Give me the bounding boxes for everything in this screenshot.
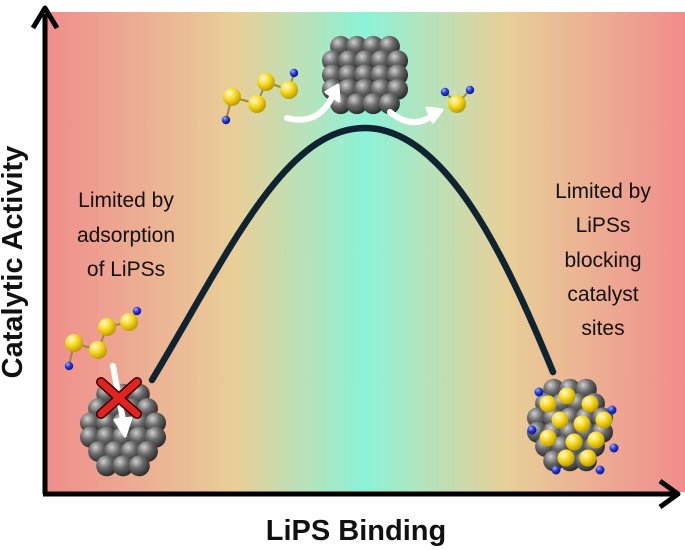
blocked-catalyst-cluster-icon-right (526, 378, 619, 475)
catalyst-cluster-icon-top (321, 35, 409, 115)
sulfur-atom (223, 88, 241, 106)
left-annotation: Limited by adsorption of LiPSs (77, 189, 175, 281)
y-axis-arrowhead (30, 5, 60, 30)
lithium-atom (534, 387, 544, 397)
sulfur-atom (557, 449, 575, 467)
sulfur-atom (565, 433, 583, 451)
desorption-arrow-icon (387, 109, 435, 125)
sulfur-atom (448, 95, 466, 113)
catalyst-atom (128, 455, 150, 477)
sulfur-atom (539, 429, 557, 447)
lithium-atom (221, 115, 231, 125)
lithium-atom (527, 425, 537, 435)
volcano-curve (148, 124, 557, 384)
sulfur-atom (65, 334, 83, 352)
lithium-atom (551, 465, 561, 475)
y-axis-label: Catalytic Activity (0, 146, 29, 379)
lithium-sulfide-molecule-icon-top (440, 85, 475, 113)
red-cross-icon (96, 377, 142, 419)
lithium-atom (289, 68, 299, 78)
left-annotation-line-3: of LiPSs (87, 258, 165, 281)
adsorption-arrowhead-icon (324, 83, 341, 103)
desorption-arrowhead-icon (425, 106, 444, 124)
lithium-polysulfide-molecule-icon-top (221, 68, 299, 125)
catalyst-atom (96, 455, 118, 477)
catalyst-atom (362, 93, 384, 115)
lithium-atom (64, 361, 74, 371)
sulfur-atom (558, 387, 576, 405)
x-axis-label: LiPS Binding (266, 515, 446, 547)
catalyst-atom (346, 93, 368, 115)
blocked-adsorption-arrowhead-icon (113, 416, 133, 438)
right-annotation-line-4: catalyst (567, 283, 638, 306)
right-annotation-line-2: LiPSs (576, 214, 631, 237)
lithium-atom (465, 85, 475, 95)
lithium-polysulfide-molecule-icon-left (64, 306, 142, 371)
left-annotation-line-1: Limited by (78, 189, 174, 212)
right-annotation-line-3: blocking (564, 249, 641, 272)
lithium-atom (595, 465, 605, 475)
lithium-atom (607, 405, 617, 415)
left-annotation-line-2: adsorption (77, 224, 175, 247)
sulfur-atom (98, 318, 116, 336)
lithium-atom (609, 443, 619, 453)
catalyst-atom (112, 455, 134, 477)
sulfur-atom (280, 81, 298, 99)
lithium-atom (132, 306, 142, 316)
sulfur-atom (539, 395, 557, 413)
sulfur-atom (120, 313, 138, 331)
sulfur-atom (587, 431, 605, 449)
lithium-atom (440, 87, 450, 97)
sulfur-atom (89, 341, 107, 359)
adsorption-arrow-icon (284, 94, 335, 123)
sulfur-atom (581, 395, 599, 413)
sulfur-atom (248, 95, 266, 113)
sulfur-atom (551, 411, 569, 429)
sulfur-atom (595, 411, 613, 429)
x-axis-arrowhead (658, 478, 681, 510)
sulfur-atom (579, 449, 597, 467)
sulfur-atom (257, 73, 275, 91)
right-annotation-line-5: sites (581, 317, 624, 340)
right-annotation: Limited by LiPSs blocking catalyst sites (555, 180, 651, 340)
right-annotation-line-1: Limited by (555, 180, 651, 203)
catalyst-atom (378, 93, 400, 115)
sulfur-atom (573, 415, 591, 433)
